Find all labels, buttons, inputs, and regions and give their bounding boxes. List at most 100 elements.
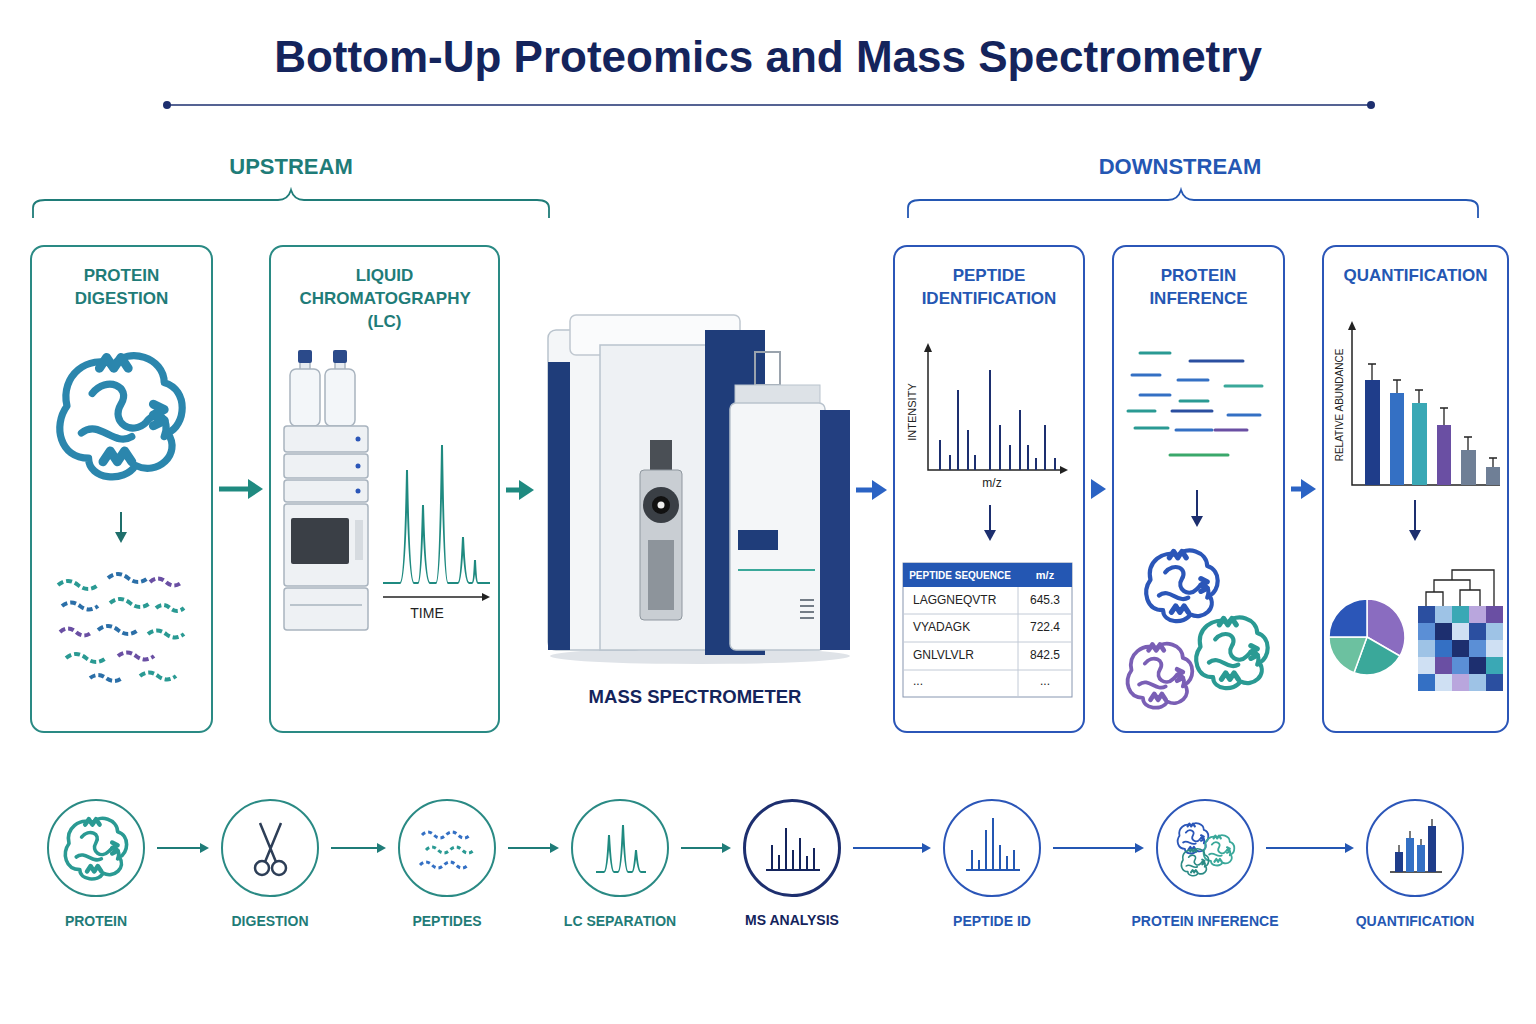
- flow-arrow: [856, 480, 887, 500]
- peptide-fragments: [58, 581, 98, 589]
- step-icon: [420, 862, 468, 868]
- table-cell: ...: [913, 675, 923, 688]
- peptide-table: [903, 563, 1072, 697]
- table-header: PEPTIDE SEQUENCE: [909, 570, 1011, 581]
- peptide-table: [903, 642, 1072, 643]
- step-icon: [966, 818, 1020, 870]
- step-icon: [1395, 852, 1403, 872]
- heatmap: [1486, 640, 1503, 657]
- heatmap: [1452, 640, 1469, 657]
- heatmap: [1452, 623, 1469, 640]
- peptide-fragments: [118, 653, 154, 660]
- arrow-line: [157, 847, 201, 849]
- lc-instrument: [291, 518, 349, 564]
- heatmap: [1452, 606, 1469, 623]
- peptide-fragments: [66, 654, 106, 662]
- flow-arrow: [219, 479, 263, 499]
- peptide-matches: [1128, 410, 1155, 413]
- table-cell: 842.5: [1030, 649, 1060, 662]
- lc-instrument: [325, 369, 355, 426]
- arrow-line: [506, 488, 520, 493]
- bar-chart: [1412, 403, 1427, 485]
- arrowhead: [872, 480, 887, 500]
- diagram-title: Bottom-Up Proteomics and Mass Spectromet…: [0, 30, 1536, 84]
- arrowhead: [519, 480, 534, 500]
- lc-instrument: [356, 464, 361, 469]
- peptide-fragments: [140, 673, 176, 680]
- step-label: PEPTIDE ID: [953, 912, 1031, 930]
- lc-instrument: [284, 480, 368, 502]
- mass-spectrometer: [730, 403, 825, 650]
- step-label: PROTEIN INFERENCE: [1131, 912, 1278, 930]
- peptide-matches: [1172, 410, 1212, 413]
- peptide-matches: [1132, 374, 1160, 377]
- scissors-icon: [272, 861, 286, 875]
- chromatogram: [383, 445, 490, 601]
- bar-chart: [1352, 327, 1500, 485]
- flow-arrow: [506, 480, 534, 500]
- down-arrow: [1409, 530, 1421, 541]
- bracket: [908, 190, 1478, 218]
- table-cell: 722.4: [1030, 621, 1060, 634]
- arrowhead: [1301, 479, 1316, 499]
- down-arrow: [115, 532, 127, 543]
- axis-label: TIME: [410, 606, 443, 621]
- mass-spectrometer: [800, 599, 814, 601]
- arrowhead: [722, 843, 731, 853]
- peptide-fragments: [62, 603, 98, 610]
- peptide-matches: [1190, 360, 1243, 363]
- mass-spectrometer: [548, 362, 570, 650]
- table-cell: GNLVLVLR: [913, 649, 974, 662]
- arrow-line: [681, 847, 723, 849]
- heatmap: [1452, 657, 1469, 674]
- box-heading: PROTEIN INFERENCE: [1124, 265, 1274, 311]
- step-circle: MS ANALYSIS: [743, 799, 841, 897]
- mass-spectrometer: [735, 385, 820, 405]
- process-box: QUANTIFICATION: [1322, 245, 1509, 733]
- peptide-table: [903, 587, 1072, 697]
- table-cell: VYADAGK: [913, 621, 970, 634]
- section-heading: DOWNSTREAM: [1099, 155, 1262, 179]
- bar-chart: [1368, 364, 1497, 467]
- lc-instrument: [333, 350, 347, 363]
- heatmap: [1418, 640, 1435, 657]
- mass-spectrometer: [800, 611, 814, 613]
- bar-chart: [1437, 425, 1451, 485]
- peptide-table: [903, 563, 1072, 697]
- lc-instrument: [284, 588, 368, 630]
- peptide-table: [903, 670, 1072, 671]
- step-icon: [596, 825, 646, 872]
- down-arrow: [1191, 490, 1203, 527]
- axis-label: m/z: [982, 477, 1001, 490]
- table-header: m/z: [1036, 569, 1054, 581]
- peptide-matches: [1176, 429, 1212, 432]
- step-icon: [65, 818, 126, 879]
- step-icon: [422, 832, 470, 838]
- protein-structures: [1128, 644, 1193, 708]
- mass-spectrometer: [640, 470, 682, 620]
- bar-chart: [1348, 321, 1356, 330]
- step-circle: DIGESTION: [221, 799, 319, 897]
- mass-spectrometer: [738, 530, 778, 550]
- heatmap: [1426, 570, 1494, 606]
- step-circle: PROTEIN: [47, 799, 145, 897]
- heatmap: [1486, 606, 1503, 623]
- heatmap: [1486, 623, 1503, 640]
- spectrum-plot: [924, 343, 1068, 474]
- scissors-icon: [260, 823, 281, 862]
- step-circle: LC SEPARATION: [571, 799, 669, 897]
- flow-arrow: [1091, 479, 1106, 499]
- arrow-line: [1291, 487, 1302, 492]
- peptide-fragments: [98, 626, 138, 634]
- axis-label: RELATIVE ABUNDANCE: [1334, 349, 1345, 462]
- arrow-line: [856, 488, 873, 493]
- flow-arrow: [157, 843, 209, 853]
- heatmap: [1418, 657, 1435, 674]
- peptide-matches: [1178, 379, 1208, 382]
- scissors-icon: [255, 861, 269, 875]
- flow-arrow: [853, 843, 931, 853]
- mass-spectrometer: [658, 502, 665, 509]
- pie-chart: [1329, 599, 1405, 675]
- peptide-matches: [1225, 385, 1262, 388]
